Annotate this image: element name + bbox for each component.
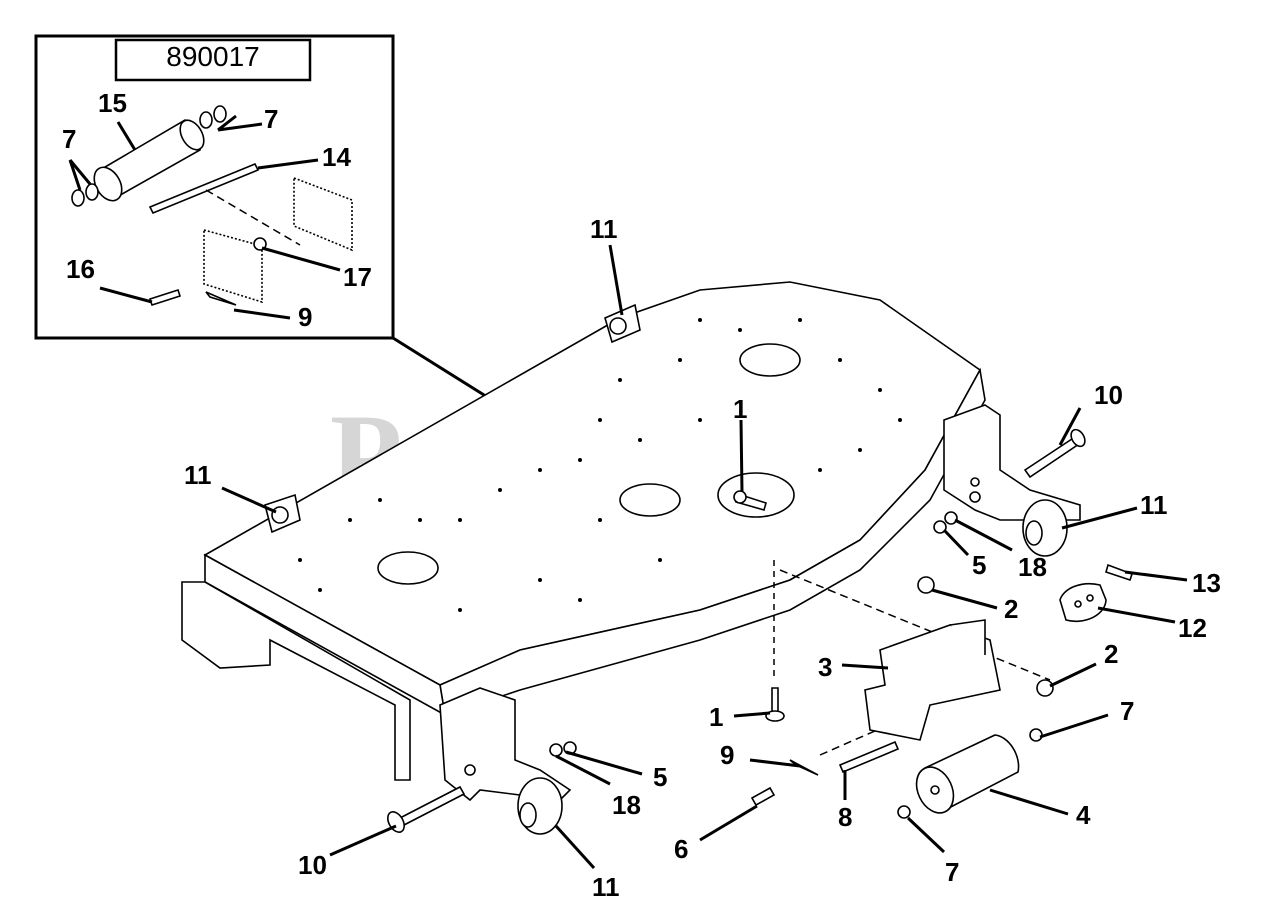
callout-7-inset-right: 7: [264, 104, 278, 134]
callout-9: 9: [720, 740, 734, 770]
screw-13: [1105, 563, 1134, 582]
part-number-box: [114, 38, 312, 82]
shaft-8: [838, 740, 900, 774]
hardware-right: [933, 511, 958, 534]
callout-3: 3: [818, 652, 832, 682]
right-bracket: [943, 404, 1081, 557]
callout-18-bottom: 18: [612, 790, 641, 820]
spindle-right: [739, 343, 801, 377]
callout-6: 6: [674, 834, 688, 864]
callout-4: 4: [1076, 800, 1091, 830]
bolt-1-bottom: [771, 687, 779, 713]
deck-front-skirt: [439, 367, 986, 717]
mower-deck: [181, 281, 986, 781]
spindle-cover: [717, 472, 795, 518]
leaders: [221, 244, 1188, 870]
callout-11-top: 11: [590, 214, 618, 244]
callout-12: 12: [1178, 613, 1207, 643]
callout-10-right: 10: [1094, 380, 1123, 410]
callout-1-top: 1: [733, 394, 747, 424]
inset-bracket-left: [203, 228, 263, 304]
bolt-6: [750, 786, 776, 807]
spindle-left: [377, 551, 439, 585]
callout-2-lower: 2: [1104, 639, 1118, 669]
inset-connector: [392, 336, 501, 407]
leader-16: [99, 286, 153, 304]
callout-2-upper: 2: [1004, 594, 1018, 624]
washer-7-lower: [897, 805, 911, 819]
leader-14: [257, 158, 319, 170]
rear-wheel-top: [604, 303, 641, 344]
nut-2-lower: [1036, 679, 1054, 697]
leader-15: [116, 121, 137, 151]
leader-7-inset-right: [217, 114, 263, 132]
callout-10-left: 10: [298, 850, 327, 880]
inset-pin: [205, 291, 237, 306]
callout-16: 16: [66, 254, 95, 284]
leader-17: [261, 246, 341, 272]
washer-7-upper: [1029, 728, 1043, 742]
pin-axis: [779, 569, 1051, 681]
leader-7-inset-left: [68, 159, 92, 191]
roller-4: [915, 734, 1020, 814]
callout-11-right: 11: [1140, 490, 1168, 520]
callout-17: 17: [343, 262, 372, 292]
pin-9: [789, 759, 819, 776]
callout-9-inset: 9: [298, 302, 312, 332]
bolt-10-left: [398, 785, 466, 827]
callout-13: 13: [1192, 568, 1221, 598]
inset-bracket-right: [293, 176, 353, 252]
nut-2-upper: [917, 576, 935, 594]
inset-bolt: [148, 288, 182, 307]
inset-detail: 890017: [34, 34, 395, 340]
deck-side-panel: [181, 581, 411, 781]
spindle-center: [619, 483, 681, 517]
callout-11-left: 11: [184, 460, 212, 490]
leader-9-inset: [233, 308, 291, 320]
callout-8: 8: [838, 802, 852, 832]
callout-labels: 15 7 7 14 16 17 9 11 11 11 11 1 1 10 10 …: [62, 88, 1221, 902]
inset-washers: [71, 105, 227, 207]
callout-7-right-lower: 7: [945, 857, 959, 887]
callout-11-bottom: 11: [592, 872, 620, 902]
part-number: 890017: [166, 41, 259, 72]
plate-12: [1059, 582, 1107, 623]
inset-axis: [205, 189, 301, 246]
callout-5-right: 5: [972, 550, 986, 580]
callout-14: 14: [322, 142, 351, 172]
rear-wheel-left: [264, 493, 301, 534]
callout-18-right: 18: [1018, 552, 1047, 582]
callout-7-inset-left: 7: [62, 124, 76, 154]
deck-holes: [298, 318, 902, 612]
callout-7-right-upper: 7: [1120, 696, 1134, 726]
inset-shaft: [148, 162, 260, 215]
callout-5-bottom: 5: [653, 762, 667, 792]
callout-1-bottom: 1: [709, 702, 723, 732]
inset-frame: [34, 34, 395, 340]
left-bracket: [439, 687, 572, 835]
callout-15: 15: [98, 88, 127, 118]
